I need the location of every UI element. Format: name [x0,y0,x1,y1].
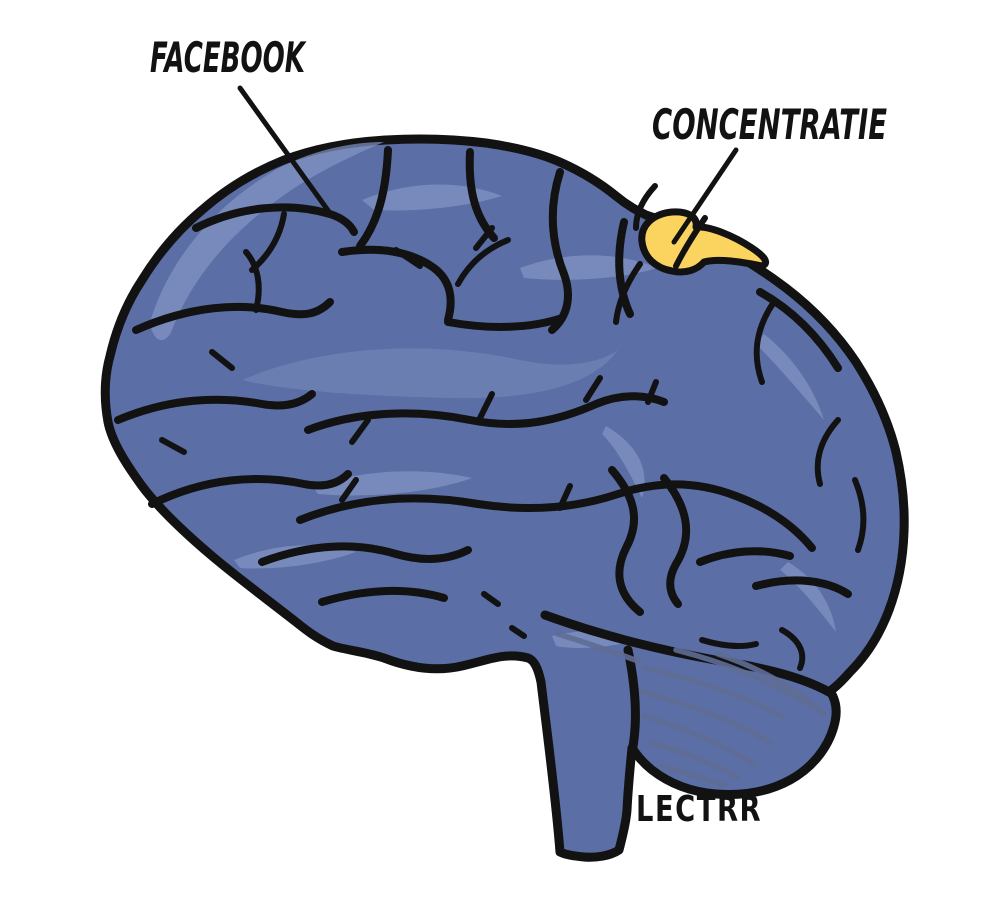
concentratie-leader-line [671,147,739,245]
artist-signature: LECTRR [636,789,763,830]
label-concentratie: CONCENTRATIE [652,100,888,149]
patch-sulcus [673,215,708,269]
cerebellum-hatching [555,631,827,788]
label-facebook: FACEBOOK [150,33,305,82]
brain-silhouette [100,134,909,862]
concentration-patch [638,208,770,276]
sulci-lines [114,146,867,671]
stem-right-line [623,645,640,757]
facebook-leader-line [237,85,335,219]
